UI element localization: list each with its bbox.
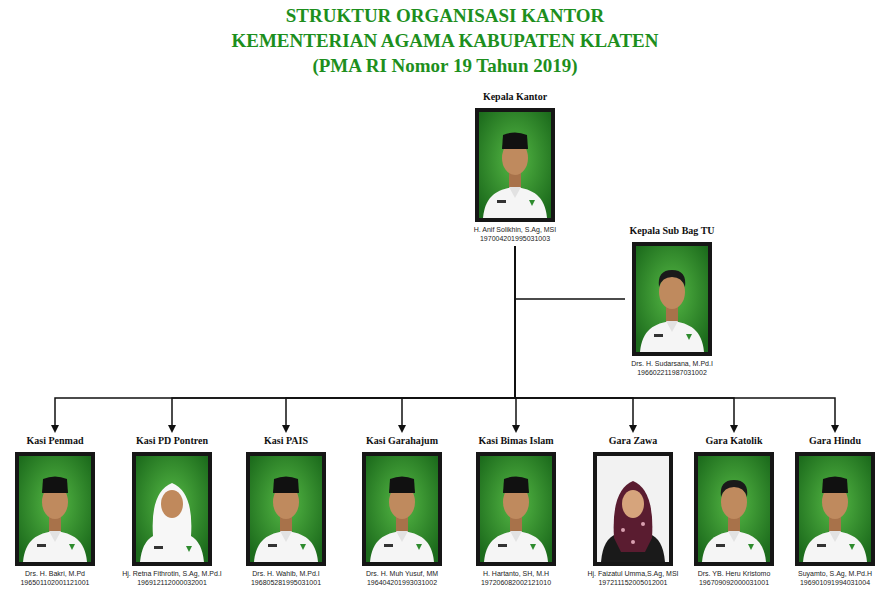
position-title: Kepala Kantor (471, 90, 560, 104)
person-card: Gara ZawaHj. Faizatul Umma,S.Ag, MSI1972… (584, 434, 682, 587)
photo-slot (360, 452, 444, 566)
connector (515, 246, 625, 299)
employee-id: 196805281995031001 (244, 578, 328, 587)
portrait-photo (694, 452, 774, 566)
connector (512, 246, 520, 433)
person-card: Kepala Kantor H. Anif Solikhin, S.Ag, MSI… (471, 90, 560, 243)
photo-slot (692, 452, 776, 566)
connector (51, 246, 515, 433)
person-name: H. Anif Solikhin, S.Ag, MSI (471, 225, 560, 234)
arrow-head (168, 425, 176, 433)
arrow-head (629, 425, 637, 433)
connector-line (286, 246, 515, 426)
arrow-head (398, 425, 406, 433)
person-name: Suyamto, S.Ag, M.Pd.H (793, 569, 877, 578)
employee-id: 197206082002121010 (474, 578, 558, 587)
position-title: Kasi Bimas Islam (474, 434, 558, 448)
portrait-photo (15, 452, 95, 566)
portrait-photo (632, 242, 712, 356)
connector (168, 246, 515, 433)
employee-id: 196602211987031002 (626, 368, 718, 377)
arrow-head (282, 425, 290, 433)
portrait-photo (593, 452, 673, 566)
person-card: Kasi GarahajumDrs. H. Muh Yusuf, MM19640… (360, 434, 444, 587)
position-title: Gara Hindu (793, 434, 877, 448)
photo-slot (793, 452, 877, 566)
person-card: Gara KatolikDrs. YB. Heru Kristomo196709… (692, 434, 776, 587)
person-card: Kasi PenmadDrs. H. Bakri, M.Pd1965011020… (13, 434, 97, 587)
photo-slot (119, 452, 225, 566)
arrow-head (831, 425, 839, 433)
chart-title: STRUKTUR ORGANISASI KANTOR KEMENTERIAN A… (230, 3, 660, 78)
position-title: Kasi PAIS (244, 434, 328, 448)
connector-line (515, 246, 625, 299)
position-title: Kasi Penmad (13, 434, 97, 448)
position-title: Kepala Sub Bag TU (626, 224, 718, 238)
employee-id: 196709092000031001 (692, 578, 776, 587)
employee-id: 196404201993031002 (360, 578, 444, 587)
person-name: Drs. H. Sudarsana, M.Pd.I (626, 359, 718, 368)
photo-slot (474, 452, 558, 566)
arrow-head (730, 425, 738, 433)
person-card: Gara HinduSuyamto, S.Ag, M.Pd.H196901091… (793, 434, 877, 587)
photo-slot (626, 242, 718, 356)
connector (515, 246, 637, 433)
portrait-photo (246, 452, 326, 566)
person-name: Drs. YB. Heru Kristomo (692, 569, 776, 578)
employee-id: 197211152005012001 (584, 578, 682, 587)
arrow-head (512, 425, 520, 433)
employee-id: 197004201995031003 (471, 234, 560, 243)
employee-id: 196501102001121001 (13, 578, 97, 587)
connector-line (402, 246, 515, 426)
person-card: Kasi PD PontrenHj. Retna Fithrotin, S.Ag… (119, 434, 225, 587)
portrait-photo (475, 108, 555, 222)
employee-id: 196912112000032001 (119, 578, 225, 587)
title-area: STRUKTUR ORGANISASI KANTOR KEMENTERIAN A… (0, 3, 890, 78)
person-card: Kepala Sub Bag TU Drs. H. Sudarsana, M.Pd… (626, 224, 718, 377)
position-title: Kasi Garahajum (360, 434, 444, 448)
connector (282, 246, 515, 433)
connector-line (55, 246, 515, 426)
person-card: Kasi Bimas Islam H. Hartanto, SH, M.H1972… (474, 434, 558, 587)
position-title: Gara Katolik (692, 434, 776, 448)
person-name: Drs. H. Bakri, M.Pd (13, 569, 97, 578)
portrait-photo (476, 452, 556, 566)
photo-slot (471, 108, 560, 222)
portrait-photo (795, 452, 875, 566)
photo-slot (13, 452, 97, 566)
portrait-photo (132, 452, 212, 566)
connector-line (172, 246, 515, 426)
employee-id: 196901091994031004 (793, 578, 877, 587)
person-name: Hj. Retna Fithrotin, S.Ag, M.Pd.I (119, 569, 225, 578)
portrait-photo (362, 452, 442, 566)
person-card: Kasi PAIS Drs. H. Wahib, M.Pd.I1968052819… (244, 434, 328, 587)
connector-line (515, 246, 633, 426)
position-title: Kasi PD Pontren (119, 434, 225, 448)
person-name: Hj. Faizatul Umma,S.Ag, MSI (584, 569, 682, 578)
arrow-head (51, 425, 59, 433)
photo-slot (244, 452, 328, 566)
person-name: H. Hartanto, SH, M.H (474, 569, 558, 578)
person-name: Drs. H. Muh Yusuf, MM (360, 569, 444, 578)
position-title: Gara Zawa (584, 434, 682, 448)
person-name: Drs. H. Wahib, M.Pd.I (244, 569, 328, 578)
connector (398, 246, 515, 433)
photo-slot (584, 452, 682, 566)
